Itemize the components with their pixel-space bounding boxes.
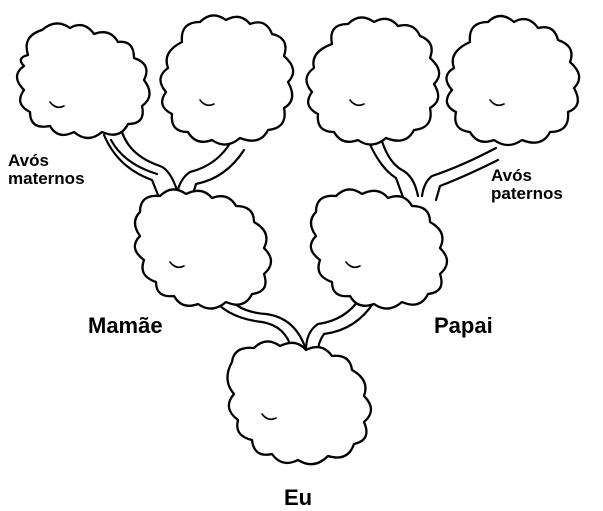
crown-paternal-grandmother xyxy=(306,17,439,144)
crown-me xyxy=(227,341,371,464)
crown-paternal-grandfather xyxy=(446,16,579,145)
label-me: Eu xyxy=(284,486,312,509)
crown-maternal-grandmother xyxy=(17,23,150,138)
label-paternal-line1: Avós xyxy=(491,167,563,185)
crown-maternal-grandfather xyxy=(160,15,293,144)
label-mother: Mamãe xyxy=(88,314,163,337)
label-paternal-grandparents: Avós paternos xyxy=(491,167,563,203)
tree-crowns xyxy=(17,15,579,464)
crown-father xyxy=(311,189,447,308)
label-maternal-line2: maternos xyxy=(8,170,85,188)
label-father: Papai xyxy=(434,314,493,337)
branch-left-a xyxy=(104,135,162,205)
label-paternal-line2: paternos xyxy=(491,185,563,203)
label-maternal-line1: Avós xyxy=(8,152,85,170)
branch-low-right-b xyxy=(318,302,374,352)
branch-right-d xyxy=(436,160,498,200)
crown-mother xyxy=(135,189,271,308)
branch-right-c xyxy=(422,148,496,196)
label-maternal-grandparents: Avós maternos xyxy=(8,152,85,188)
